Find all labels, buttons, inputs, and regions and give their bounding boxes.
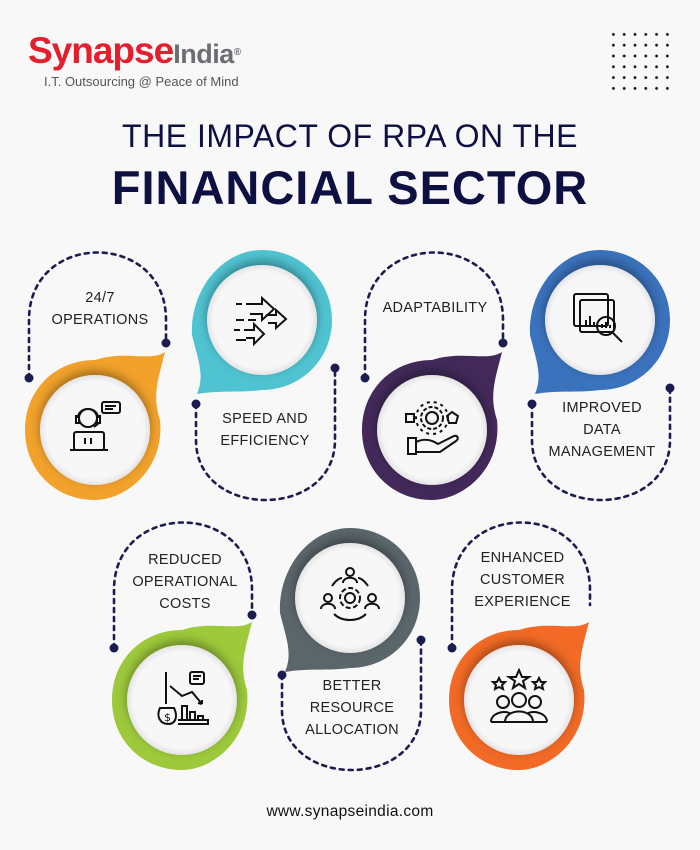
label-line: OPERATIONS	[51, 312, 149, 328]
logo-text-synapse: Synapse	[28, 30, 174, 71]
logo-text-india: India	[173, 39, 234, 69]
item-label-speed-efficiency: SPEED AND EFFICIENCY	[196, 408, 334, 452]
cost-reduction-icon: $	[157, 671, 209, 726]
item-label-improved-data-management: IMPROVED DATA MANAGEMENT	[532, 397, 672, 463]
teardrop-7	[449, 622, 589, 770]
customer-stars-icon	[490, 668, 548, 723]
item-label-enhanced-customer-experience: ENHANCED CUSTOMER EXPERIENCE	[455, 547, 590, 613]
gear-hand-icon	[405, 401, 460, 455]
logo-tagline: I.T. Outsourcing @ Peace of Mind	[44, 74, 239, 89]
label-line: ALLOCATION	[305, 722, 399, 738]
title-line-1: THE IMPACT OF RPA ON THE	[122, 118, 578, 154]
label-line: REDUCED	[148, 552, 222, 568]
brand-logo: SynapseIndia® I.T. Outsourcing @ Peace o…	[28, 30, 241, 90]
label-line: SPEED AND	[222, 411, 308, 427]
footer-website-link[interactable]: www.synapseindia.com	[266, 803, 434, 820]
label-line: CUSTOMER	[479, 572, 566, 588]
label-line: COSTS	[159, 596, 211, 612]
label-line: OPERATIONAL	[132, 574, 238, 590]
label-line: EFFICIENCY	[220, 433, 310, 449]
customer-support-icon	[70, 401, 121, 451]
item-label-reduced-operational-costs: REDUCED OPERATIONAL COSTS	[118, 549, 252, 615]
registered-mark: ®	[233, 47, 241, 58]
svg-text:$: $	[164, 711, 171, 724]
label-line: DATA	[583, 422, 621, 438]
label-line: BETTER	[322, 678, 382, 694]
title-line-2: FINANCIAL SECTOR	[111, 161, 589, 214]
label-line: MANAGEMENT	[548, 444, 656, 460]
teardrop-3	[362, 352, 502, 500]
label-line: RESOURCE	[309, 700, 395, 716]
label-line: ENHANCED	[480, 550, 565, 566]
label-line: ADAPTABILITY	[382, 300, 488, 316]
item-label-better-resource-allocation: BETTER RESOURCE ALLOCATION	[283, 675, 421, 741]
label-line: IMPROVED	[562, 400, 642, 416]
item-label-24-7-operations: 24/7 OPERATIONS	[40, 287, 160, 331]
team-gear-icon	[320, 567, 380, 621]
teardrop-6	[279, 528, 420, 672]
data-analysis-icon	[573, 293, 623, 343]
label-line: 24/7	[85, 290, 115, 306]
label-line: EXPERIENCE	[474, 594, 571, 610]
fast-arrows-icon	[234, 295, 288, 347]
dot-grid-decoration	[608, 29, 676, 97]
item-label-adaptability: ADAPTABILITY	[370, 297, 500, 319]
